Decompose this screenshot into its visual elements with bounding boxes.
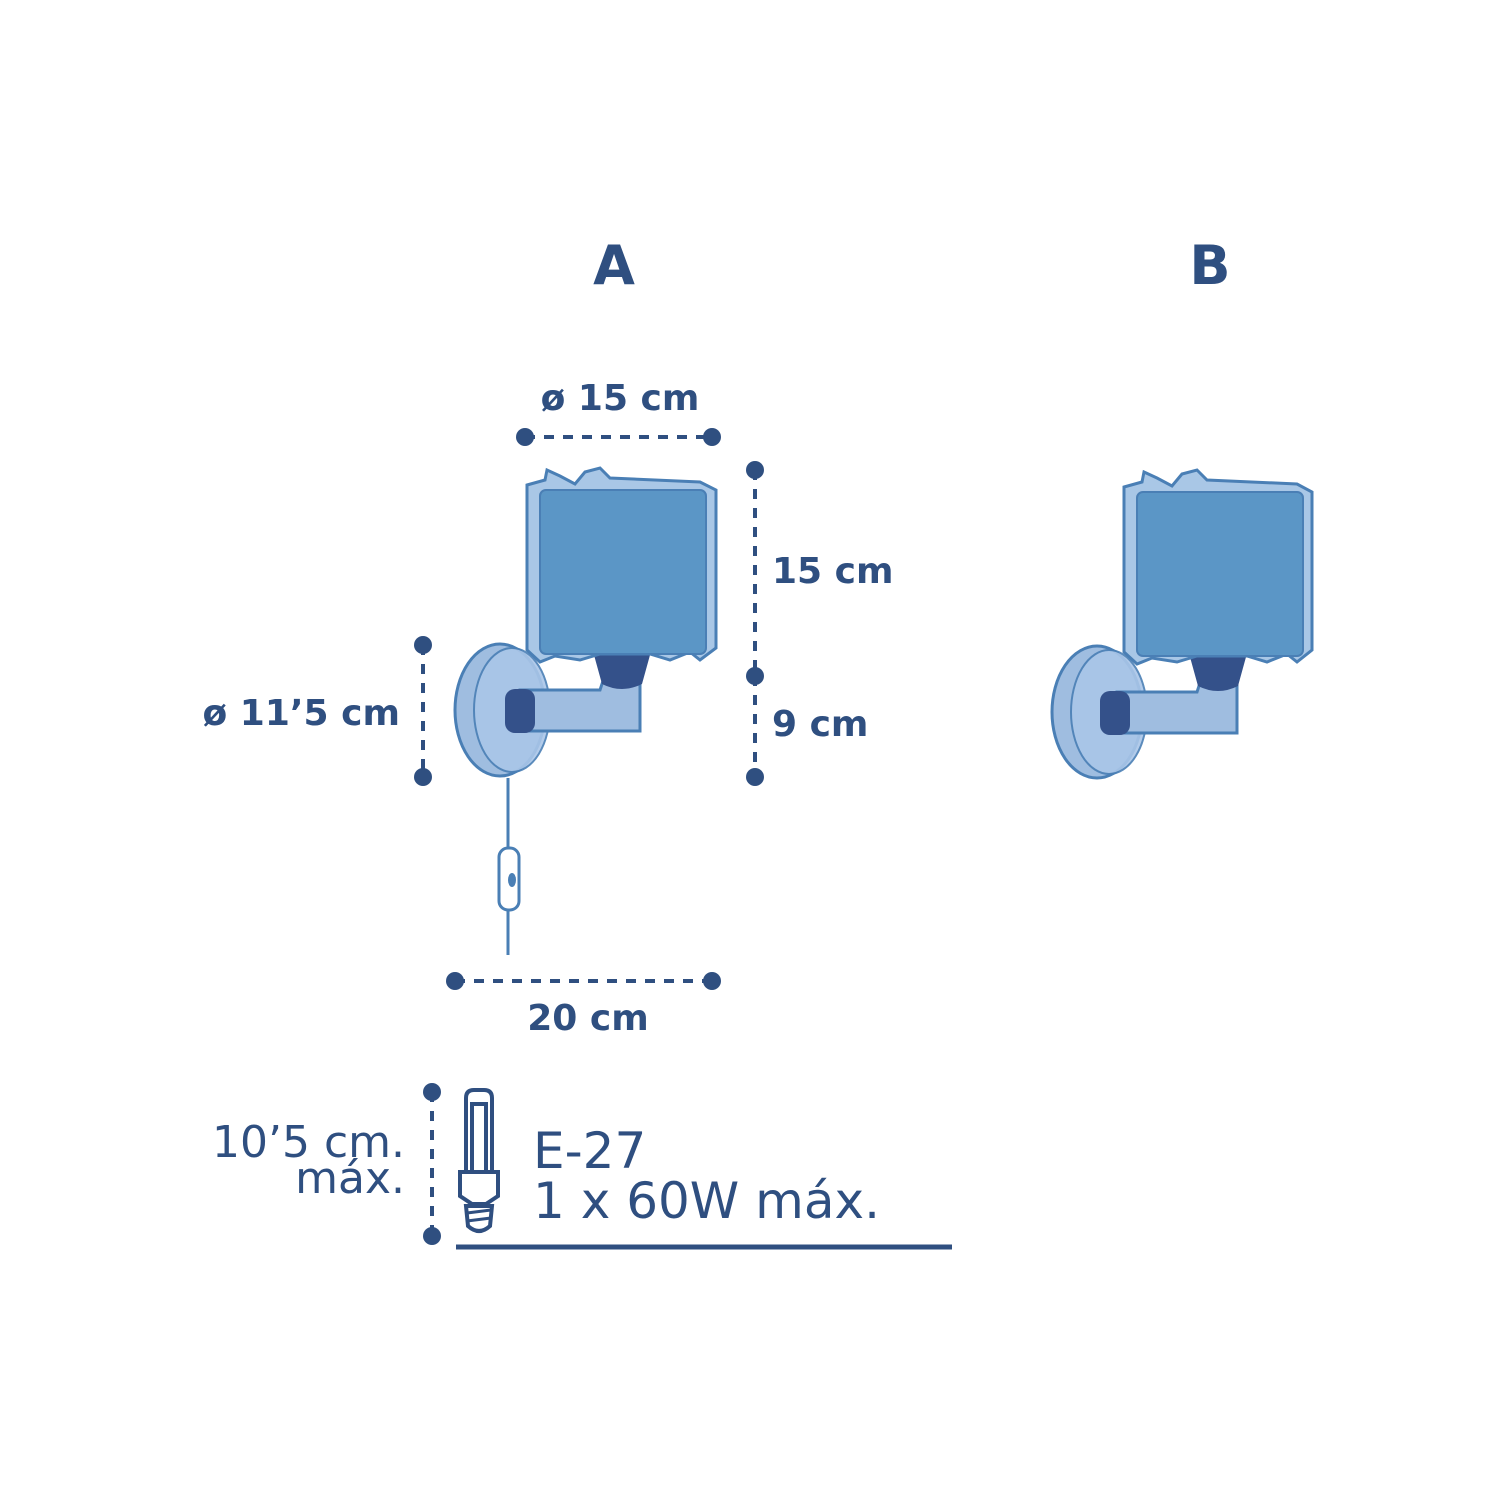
bulb-size-max-label: máx. — [295, 1153, 405, 1204]
lamp-b-arm-joint — [1100, 691, 1130, 735]
dimension-shade-height — [746, 461, 764, 685]
lamp-a-drawing — [453, 466, 718, 955]
variant-b-label: B — [1189, 234, 1230, 297]
dimension-base-diameter — [414, 636, 432, 786]
shade-height-label: 15 cm — [772, 551, 893, 592]
depth-label: 20 cm — [527, 998, 648, 1039]
arm-height-label: 9 cm — [772, 704, 868, 745]
lamp-b-shade — [1136, 491, 1304, 657]
dimension-shade-diameter — [516, 428, 721, 446]
variant-a-label: A — [593, 234, 635, 297]
lamp-a-socket — [594, 655, 650, 689]
bulb-power-label: 1 x 60W máx. — [533, 1172, 880, 1230]
lamp-b-drawing — [1050, 468, 1314, 780]
shade-diameter-label: ø 15 cm — [541, 378, 700, 419]
lamp-b-socket — [1190, 657, 1246, 691]
lamp-a-arm-joint — [505, 689, 535, 733]
bulb-size-label: 10’5 cm. — [212, 1117, 405, 1168]
dimension-bulb-height — [423, 1083, 441, 1245]
dimension-arm-height — [746, 676, 764, 786]
dimension-depth — [446, 972, 721, 990]
energy-saving-bulb-icon — [458, 1088, 500, 1233]
lamp-a-shade — [539, 489, 707, 655]
socket-type-label: E-27 — [533, 1122, 646, 1180]
base-diameter-label: ø 11’5 cm — [203, 693, 400, 734]
